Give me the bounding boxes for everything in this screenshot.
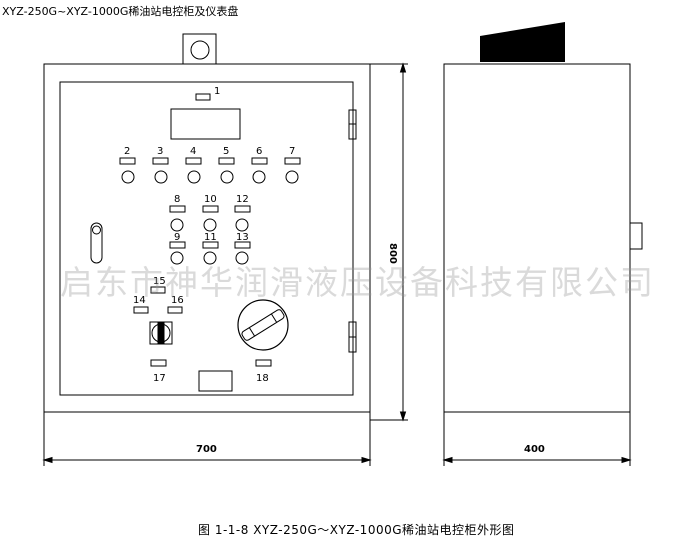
dimension-700-label: 700 (196, 444, 217, 455)
callout-2: 2 (124, 146, 130, 157)
lifting-lug (182, 33, 217, 65)
callout-1: 1 (214, 86, 220, 97)
callout-18: 18 (256, 373, 269, 384)
indicator-18 (255, 359, 272, 367)
callout-labels: 1 2 3 4 5 6 7 8 10 12 9 11 13 15 14 16 1… (124, 86, 295, 384)
callout-16: 16 (171, 295, 184, 306)
side-outline (443, 63, 631, 413)
callout-8: 8 (174, 194, 180, 205)
display-window (170, 108, 241, 140)
dimension-800-label: 800 (387, 243, 398, 264)
figure-caption: 图 1-1-8 XYZ-250G～XYZ-1000G稀油站电控柜外形图 (198, 523, 515, 537)
side-handle (630, 222, 643, 250)
callout-14: 14 (133, 295, 146, 306)
selector-switch (149, 321, 173, 345)
indicator-matrix (169, 205, 251, 265)
callout-4: 4 (190, 146, 196, 157)
indicator-16 (167, 306, 183, 314)
rain-hood (480, 22, 565, 62)
callout-7: 7 (289, 146, 295, 157)
side-view (443, 22, 643, 413)
indicator-14 (133, 306, 149, 314)
indicator-17 (150, 359, 167, 367)
dimension-side-depth (442, 412, 632, 466)
callout-17: 17 (153, 373, 166, 384)
callout-6: 6 (256, 146, 262, 157)
indicator-15 (150, 286, 166, 294)
callout-11: 11 (204, 232, 217, 243)
callout-13: 13 (236, 232, 249, 243)
front-view (43, 33, 371, 413)
main-rotary-switch (237, 299, 289, 351)
drawing-title: XYZ-250G~XYZ-1000G稀油站电控柜及仪表盘 (2, 5, 239, 18)
door-handle (90, 222, 103, 264)
dimension-front-width (42, 412, 372, 466)
callout-15: 15 (153, 276, 166, 287)
cabinet-outline (43, 63, 371, 413)
callout-3: 3 (157, 146, 163, 157)
callout-5: 5 (223, 146, 229, 157)
indicator-row-top (119, 157, 301, 184)
dimension-400-label: 400 (524, 444, 545, 455)
lifting-lug-hole (190, 40, 210, 60)
meter-box (198, 370, 233, 392)
callout-12: 12 (236, 194, 249, 205)
callout-10: 10 (204, 194, 217, 205)
callout-9: 9 (174, 232, 180, 243)
indicator-1 (195, 93, 211, 101)
cabinet-door (59, 81, 354, 396)
dimension-front-height (370, 62, 408, 422)
